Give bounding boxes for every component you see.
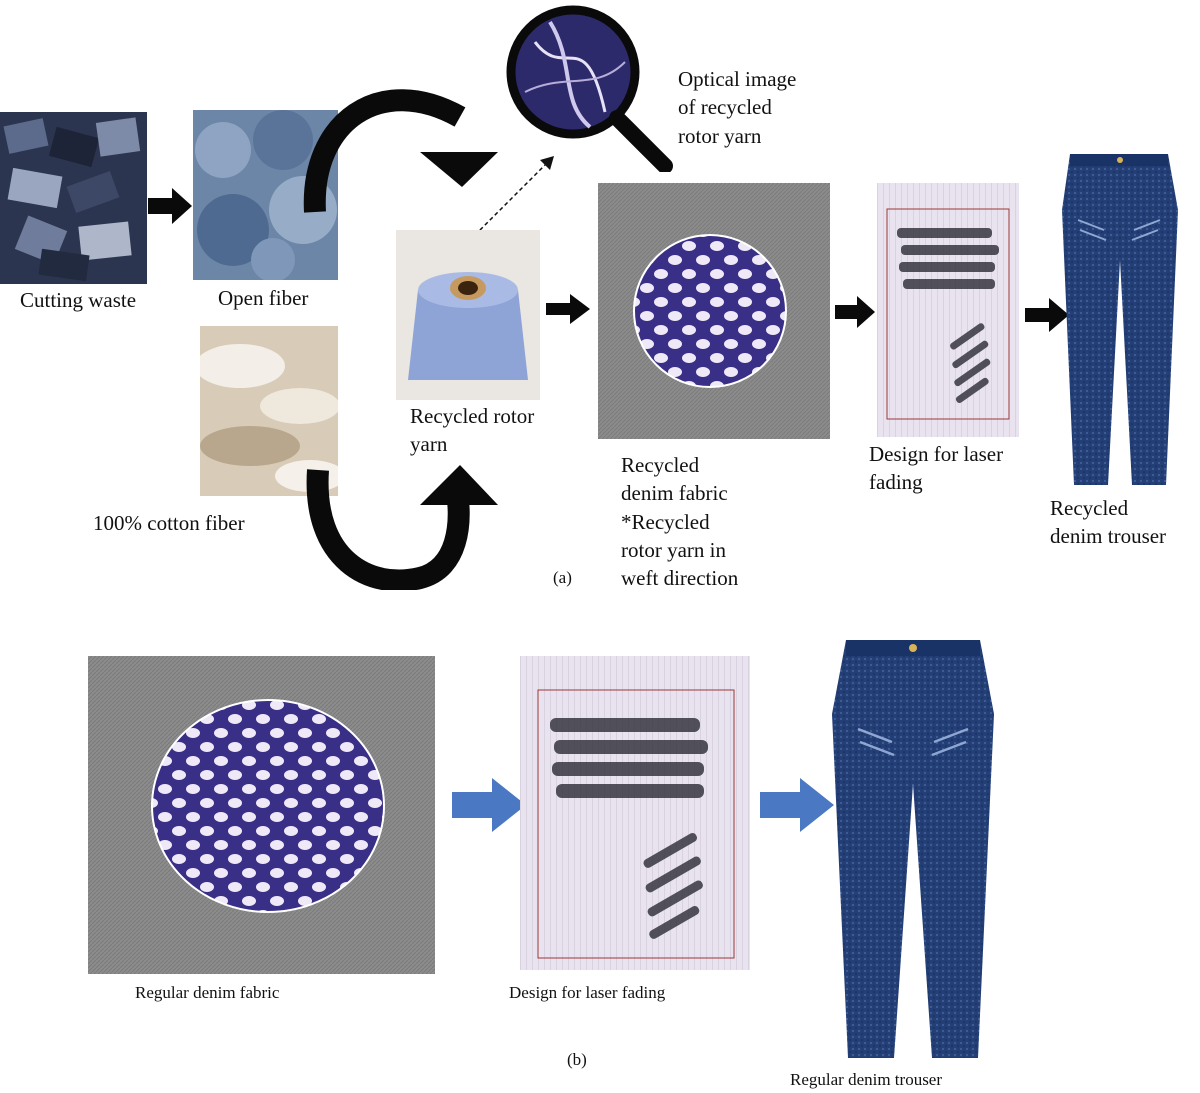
optical-image-label: Optical image of recycled rotor yarn — [678, 67, 797, 148]
cutting-waste-image — [0, 112, 147, 284]
blue-arrow-design-to-trouser — [760, 778, 834, 832]
arrow-waste-to-fiber — [148, 188, 192, 224]
arrow-yarn-to-fabric — [546, 294, 590, 324]
rotor-yarn-image — [396, 230, 540, 400]
curved-arrow-fiber-to-yarn — [303, 89, 498, 213]
open-fiber-label: Open fiber — [218, 286, 309, 310]
arrow-fabric-to-design — [835, 296, 875, 328]
blue-arrow-fabric-to-design — [452, 778, 526, 832]
regular-fabric-image — [88, 656, 435, 974]
laser-design-label-a: Design for laser fading — [869, 442, 1004, 495]
recycled-fabric-image — [598, 183, 830, 439]
regular-trouser-image — [832, 640, 994, 1058]
panel-label-b: (b) — [567, 1050, 587, 1069]
recycled-fabric-label: Recycled denim fabric *Recycled rotor ya… — [621, 453, 739, 591]
laser-design-image-a — [877, 183, 1019, 437]
cutting-waste-label: Cutting waste — [20, 288, 137, 312]
arrow-design-to-trouser — [1025, 298, 1069, 332]
curved-arrow-cotton-to-yarn — [306, 465, 498, 590]
recycled-trouser-label: Recycled denim trouser — [1050, 496, 1167, 549]
regular-trouser-label: Regular denim trouser — [790, 1070, 943, 1089]
cotton-fiber-label: 100% cotton fiber — [93, 511, 245, 535]
magnifier-optical-image — [506, 5, 673, 172]
recycled-trouser-image — [1062, 154, 1178, 485]
regular-fabric-label: Regular denim fabric — [135, 983, 280, 1002]
dotted-arrow-to-magnifier — [474, 156, 554, 236]
rotor-yarn-label: Recycled rotor yarn — [410, 404, 535, 457]
laser-design-label-b: Design for laser fading — [509, 983, 666, 1002]
panel-label-a: (a) — [553, 568, 572, 587]
cotton-fiber-image — [200, 326, 338, 496]
laser-design-image-b — [520, 656, 750, 970]
